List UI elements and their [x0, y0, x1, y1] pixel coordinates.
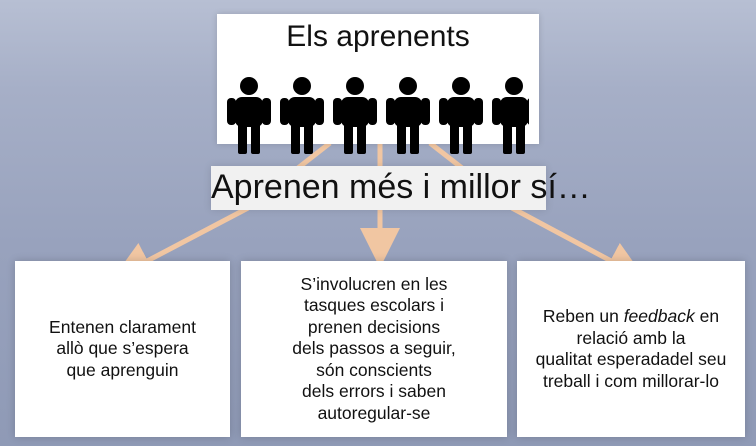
card-mid-text: S’involucren en les tasques escolars i p… — [292, 273, 456, 423]
card-understand-expectations: Entenen clarament allò que s’espera que … — [15, 261, 230, 437]
person-icon — [227, 77, 271, 154]
card-involvement: S’involucren en les tasques escolars i p… — [241, 261, 507, 437]
person-icon — [439, 77, 483, 154]
learn-better-banner: Aprenen més i millor sí… — [211, 166, 591, 210]
card-right-text-post: en relació amb la qualitat esperadadel s… — [535, 306, 727, 391]
person-icon — [333, 77, 377, 154]
card-right-text: Reben un feedback en relació amb la qual… — [536, 306, 727, 392]
card-feedback: Reben un feedback en relació amb la qual… — [517, 261, 745, 437]
banner-text: Aprenen més i millor sí… — [211, 168, 591, 206]
card-left-text: Entenen clarament allò que s’espera que … — [49, 316, 196, 380]
person-icon — [280, 77, 324, 154]
learners-title: Els aprenents — [286, 20, 470, 53]
learners-box: Els aprenents — [217, 14, 539, 154]
card-right-text-pre: Reben un — [542, 306, 624, 326]
person-icon — [492, 77, 529, 154]
people-group-icon — [227, 77, 529, 154]
card-right-text-emph: feedback — [623, 306, 695, 326]
person-icon — [386, 77, 430, 154]
